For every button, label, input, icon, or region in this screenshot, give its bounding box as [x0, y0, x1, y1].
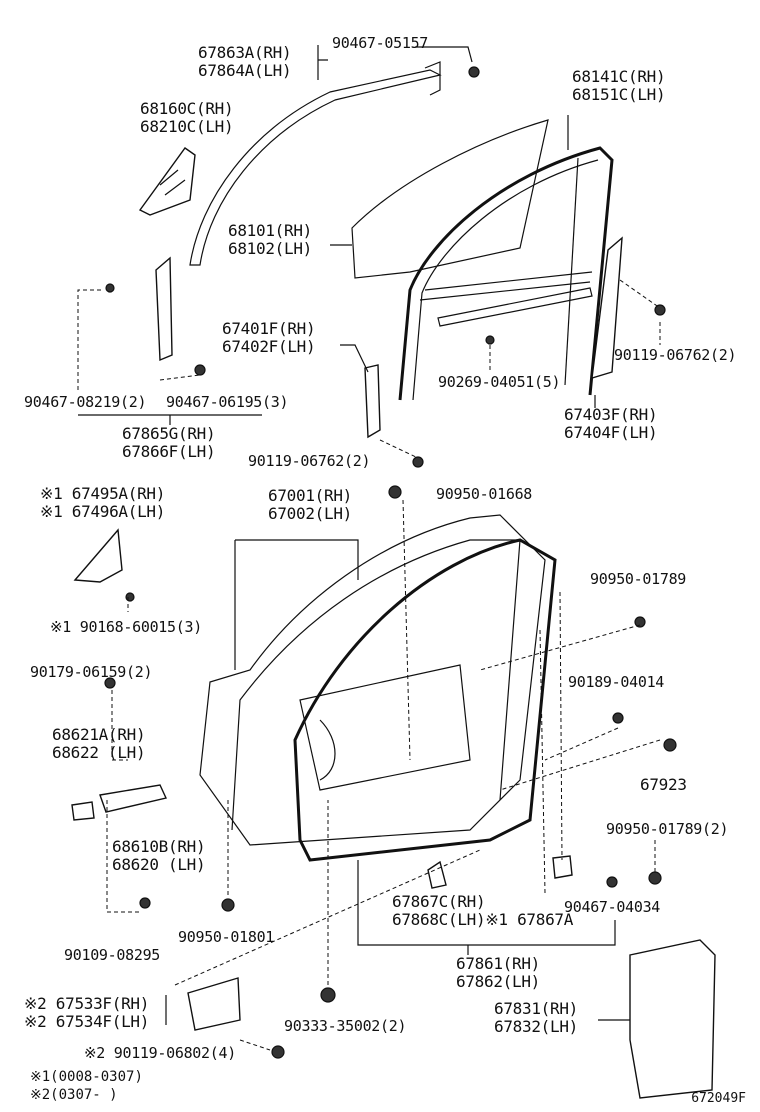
label-90168-60015: ※1 90168-60015(3) [50, 618, 202, 636]
window-run-part [398, 146, 614, 401]
label-90950-01789: 90950-01789 [590, 570, 687, 588]
upper-moulding-part [189, 61, 442, 266]
label-90950-01789-2: 90950-01789(2) [606, 820, 729, 838]
bracket-part [187, 977, 241, 1031]
diagram-code: 672049F [691, 1091, 746, 1106]
mirror-cover-part [73, 528, 123, 583]
label-67831: 67831(RH)67832(LH) [494, 999, 578, 1036]
label-67923: 67923 [640, 775, 687, 794]
label-67863a: 67863A(RH)67864A(LH) [198, 43, 292, 80]
label-67865g: 67865G(RH)67866F(LH) [122, 424, 216, 461]
label-90109-08295: 90109-08295 [64, 946, 161, 964]
label-67495a: ※1 67495A(RH)※1 67496A(LH) [40, 484, 166, 521]
label-90950-01801: 90950-01801 [178, 928, 275, 946]
label-90189-04014: 90189-04014 [568, 673, 665, 691]
label-68621a: 68621A(RH)68622 (LH) [52, 725, 146, 762]
label-90467-06195: 90467-06195(3) [166, 393, 289, 411]
label-90467-04034: 90467-04034 [564, 898, 661, 916]
label-90269-04051: 90269-04051(5) [438, 373, 561, 391]
rear-sash-part [155, 256, 173, 362]
leader-lines [77, 45, 661, 1051]
label-90179-06159: 90179-06159(2) [30, 663, 153, 681]
mirror-corner-part [138, 147, 196, 216]
fastener-icons [104, 66, 677, 1059]
service-cover-part [629, 939, 716, 1099]
front-sash-part [364, 364, 381, 439]
label-67533f: ※2 67533F(RH)※2 67534F(LH) [24, 994, 150, 1031]
label-90467-05157: 90467-05157 [332, 34, 429, 52]
label-67401f: 67401F(RH)67402F(LH) [222, 319, 316, 356]
window-rail-part [437, 287, 593, 327]
clip-part [427, 860, 447, 889]
note-2: ※2(0307- ) [30, 1087, 118, 1103]
label-90119-06762-upper: 90119-06762(2) [614, 346, 737, 364]
label-67403f: 67403F(RH)67404F(LH) [564, 405, 658, 442]
hinge-part [71, 801, 95, 821]
rear-channel-part [591, 236, 623, 379]
label-90333-35002: 90333-35002(2) [284, 1017, 407, 1035]
label-68101: 68101(RH)68102(LH) [228, 221, 312, 258]
clip-part-2 [552, 855, 573, 879]
window-glass-part [351, 119, 549, 279]
door-shell-part [199, 514, 546, 846]
door-check-part [99, 784, 167, 813]
label-67001: 67001(RH)67002(LH) [268, 486, 352, 523]
label-67861: 67861(RH)67862(LH) [456, 954, 540, 991]
label-68141c: 68141C(RH)68151C(LH) [572, 67, 666, 104]
label-90119-06762-lower: 90119-06762(2) [248, 452, 371, 470]
label-68610b: 68610B(RH)68620 (LH) [112, 837, 206, 874]
label-68160c: 68160C(RH)68210C(LH) [140, 99, 234, 136]
label-90950-01668: 90950-01668 [436, 485, 533, 503]
label-90467-08219: 90467-08219(2) [24, 393, 147, 411]
label-90119-06802: ※2 90119-06802(4) [84, 1044, 236, 1062]
label-67867c: 67867C(RH)67868C(LH)※1 67867A [392, 892, 574, 929]
weatherstrip-part [293, 538, 557, 862]
note-1: ※1(0008-0307) [30, 1069, 143, 1085]
